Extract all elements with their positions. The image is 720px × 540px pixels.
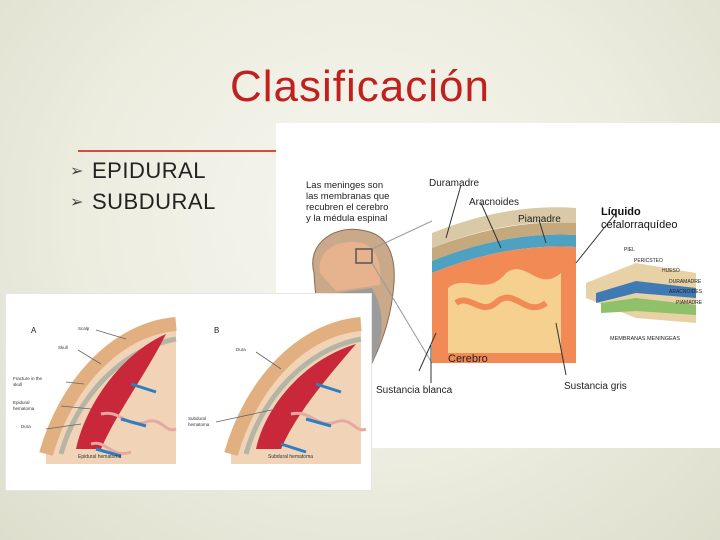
label-dura-a: Dura — [21, 424, 31, 429]
title-underline — [78, 150, 283, 152]
label-sustancia-gris: Sustancia gris — [564, 381, 627, 392]
label-duramadre: Duramadre — [429, 178, 479, 189]
bullet-arrow-icon: ➢ — [70, 161, 92, 181]
layer-label: PERICSTEO — [634, 256, 702, 267]
intro-line: recubren el cerebro — [306, 202, 389, 213]
slide-title: Clasificación — [0, 62, 720, 112]
label-aracnoides: Aracnoides — [469, 197, 519, 208]
label-membranas: MEMBRANAS MENINGEAS — [610, 336, 680, 342]
label-dura-b: Dura — [236, 347, 246, 352]
intro-line: las membranas que — [306, 191, 389, 202]
label-subdural-hematoma: Subdural hematoma — [188, 416, 216, 427]
bullet-list: ➢ EPIDURAL ➢ SUBDURAL — [70, 155, 216, 217]
bullet-text: EPIDURAL — [92, 158, 206, 184]
caption-epidural: Epidural hematoma — [78, 454, 121, 460]
label-epidural-hematoma: Epidural hematoma — [13, 400, 43, 411]
layer-labels: PIEL PERICSTEO HUESO DURAMADRE ARACNOIDE… — [624, 245, 702, 308]
layer-label: DURAMADRE — [669, 277, 702, 288]
liquido-line: cefalorraquídeo — [601, 219, 677, 232]
bullet-item-epidural: ➢ EPIDURAL — [70, 155, 216, 186]
label-piamadre: Piamadre — [518, 214, 561, 225]
hematoma-illustration: A B Scalp Skull Fracture in the skull Ep… — [5, 293, 372, 491]
intro-line: Las meninges son — [306, 180, 389, 191]
label-sustancia-blanca: Sustancia blanca — [376, 385, 452, 396]
panel-b-letter: B — [214, 326, 219, 335]
label-liquido: Líquido cefalorraquídeo — [601, 206, 677, 232]
layer-label: PIEL — [624, 245, 702, 256]
panel-a-letter: A — [31, 326, 36, 335]
label-skull: Skull — [58, 345, 68, 350]
caption-subdural: Subdural hematoma — [268, 454, 313, 460]
bullet-arrow-icon: ➢ — [70, 192, 92, 212]
hematoma-drawing — [6, 294, 371, 490]
label-fracture: Fracture in the skull — [13, 376, 45, 387]
layer-label: ARACNOIDES — [669, 287, 702, 298]
bullet-item-subdural: ➢ SUBDURAL — [70, 186, 216, 217]
intro-line: y la médula espinal — [306, 213, 389, 224]
layer-label: HUESO — [662, 266, 702, 277]
meninges-intro-text: Las meninges son las membranas que recub… — [306, 180, 389, 224]
liquido-line: Líquido — [601, 206, 677, 219]
bullet-text: SUBDURAL — [92, 189, 216, 215]
label-scalp: Scalp — [78, 326, 89, 331]
layer-label: PIAMADRE — [676, 298, 702, 309]
label-cerebro: Cerebro — [448, 353, 488, 365]
